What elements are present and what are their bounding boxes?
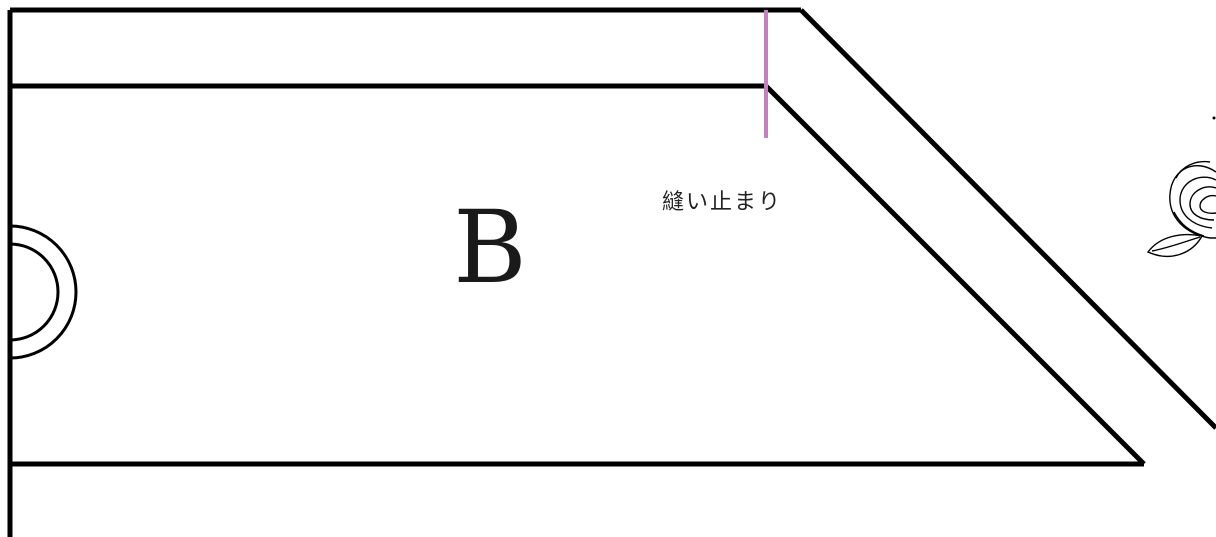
leaf-decoration-icon	[1146, 233, 1204, 257]
stitch-stop-label: 縫い止まり	[662, 190, 783, 215]
piece-label: B	[453, 189, 527, 306]
outer-diagonal-line	[799, 8, 1216, 430]
rose-decoration-icon	[1169, 160, 1216, 239]
corner-mark	[1212, 116, 1216, 120]
pattern-outline	[7, 7, 1216, 537]
inner-diagonal-line	[764, 84, 1146, 466]
notch-circle-icon	[9, 224, 78, 360]
